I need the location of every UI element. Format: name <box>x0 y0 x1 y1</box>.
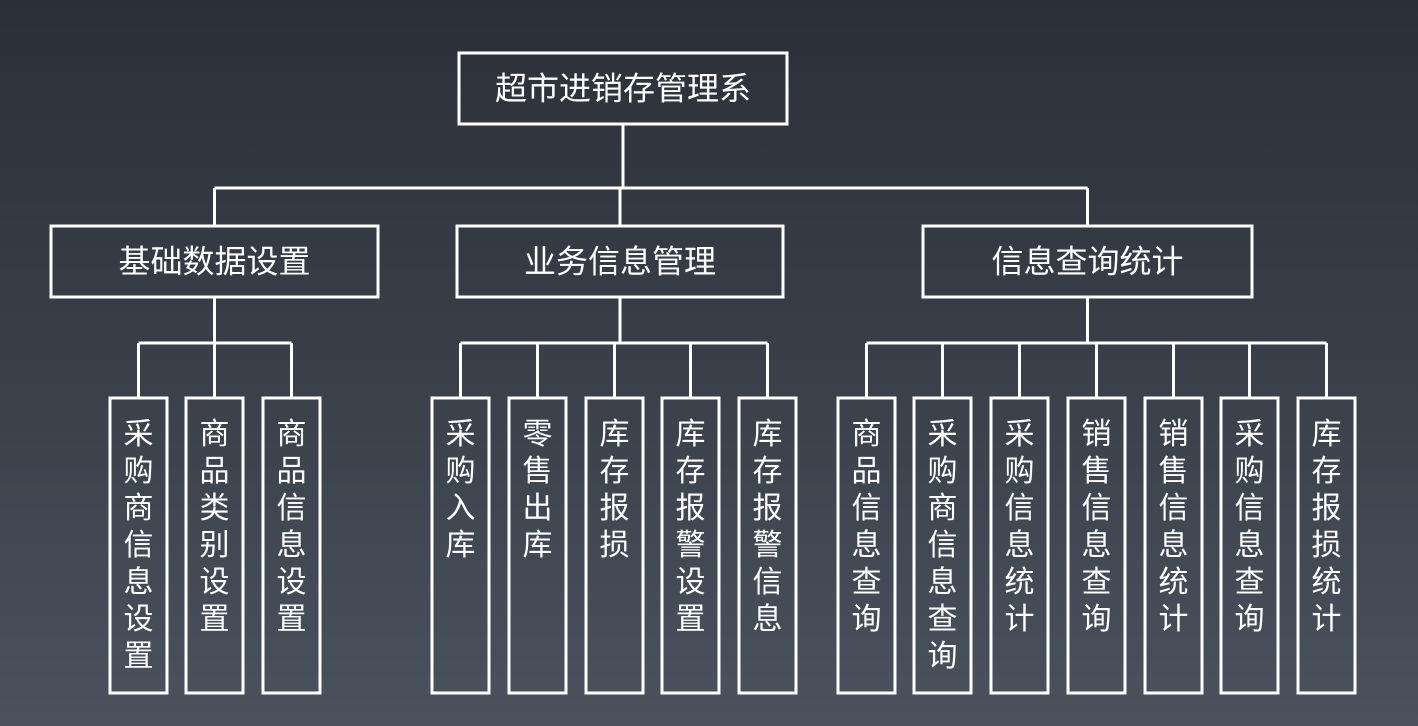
leaf-node-2-3-border <box>584 396 645 695</box>
leaf-node-3-4: 销售信息查询 <box>1066 396 1127 695</box>
leaf-node-2-5-border <box>737 396 798 695</box>
leaf-node-3-7-label: 库存报损统计 <box>1312 417 1342 637</box>
leaf-node-3-5-label: 销售信息统计 <box>1159 417 1189 637</box>
leaf-node-1-2: 商品类别设置 <box>184 396 245 695</box>
leaf-node-2-5-label: 库存报警信息 <box>753 417 783 637</box>
leaf-node-3-7: 库存报损统计 <box>1296 396 1357 695</box>
leaf-node-1-3: 商品信息设置 <box>261 396 322 695</box>
leaf-node-2-1-label: 采购入库 <box>446 417 476 563</box>
leaf-node-2-3-label: 库存报损 <box>600 417 630 563</box>
leaf-node-3-2-label: 采购商信息查询 <box>928 417 958 674</box>
leaf-node-2-3: 库存报损 <box>584 396 645 695</box>
leaf-node-2-2-border <box>507 396 568 695</box>
leaf-node-3-3: 采购信息统计 <box>989 396 1050 695</box>
leaf-node-1-2-label: 商品类别设置 <box>200 417 230 637</box>
leaf-node-1-3-label: 商品信息设置 <box>277 417 307 637</box>
leaf-node-2-4-label: 库存报警设置 <box>676 417 706 637</box>
module-node-1: 基础数据设置 <box>49 224 380 299</box>
module-node-1-label: 基础数据设置 <box>118 243 310 281</box>
leaf-node-1-2-border <box>184 396 245 695</box>
leaf-node-2-2-label: 零售出库 <box>523 417 553 563</box>
leaf-node-1-3-border <box>261 396 322 695</box>
root-node: 超市进销存管理系 <box>457 51 789 126</box>
leaf-node-1-1-label: 采购商信息设置 <box>124 417 154 674</box>
leaf-node-1-1-border <box>108 396 169 695</box>
root-node-border <box>457 51 789 126</box>
leaf-node-3-5: 销售信息统计 <box>1143 396 1204 695</box>
leaf-node-2-5: 库存报警信息 <box>737 396 798 695</box>
leaf-node-3-6: 采购信息查询 <box>1219 396 1280 695</box>
leaf-node-3-3-border <box>989 396 1050 695</box>
leaf-node-3-1-label: 商品信息查询 <box>852 417 882 637</box>
leaf-node-3-6-label: 采购信息查询 <box>1235 417 1265 637</box>
module-node-1-border <box>49 224 380 299</box>
leaf-node-3-2-border <box>912 396 973 695</box>
leaf-node-3-4-label: 销售信息查询 <box>1082 417 1112 637</box>
leaf-node-3-3-label: 采购信息统计 <box>1005 417 1035 637</box>
leaf-node-3-1: 商品信息查询 <box>836 396 897 695</box>
module-node-3-label: 信息查询统计 <box>991 243 1183 281</box>
leaf-node-2-2: 零售出库 <box>507 396 568 695</box>
leaf-node-2-1: 采购入库 <box>430 396 491 695</box>
module-node-2-label: 业务信息管理 <box>524 243 716 281</box>
leaf-node-3-5-border <box>1143 396 1204 695</box>
leaf-node-3-2: 采购商信息查询 <box>912 396 973 695</box>
leaf-node-3-1-border <box>836 396 897 695</box>
leaf-node-2-1-border <box>430 396 491 695</box>
module-node-2: 业务信息管理 <box>455 224 785 299</box>
leaf-node-3-4-border <box>1066 396 1127 695</box>
leaf-node-1-1: 采购商信息设置 <box>108 396 169 695</box>
leaf-node-3-6-border <box>1219 396 1280 695</box>
module-node-2-border <box>455 224 785 299</box>
leaf-node-2-4: 库存报警设置 <box>660 396 721 695</box>
root-node-label: 超市进销存管理系 <box>495 70 751 108</box>
module-node-3-border <box>921 224 1254 299</box>
module-node-3: 信息查询统计 <box>921 224 1254 299</box>
leaf-node-3-7-border <box>1296 396 1357 695</box>
leaf-node-2-4-border <box>660 396 721 695</box>
connector-lines <box>137 124 1328 398</box>
